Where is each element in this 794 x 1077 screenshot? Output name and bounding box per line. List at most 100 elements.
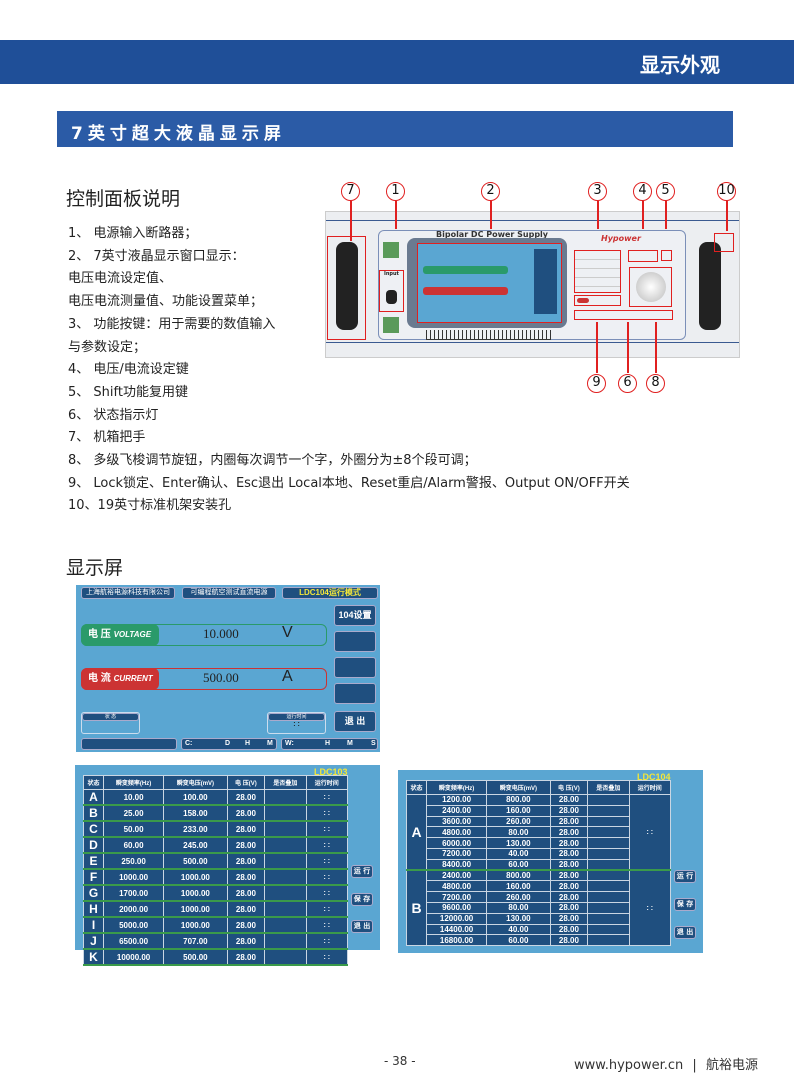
overlay-cell [587,847,630,860]
table-cell: 12000.00 [425,912,488,925]
numeric-keypad[interactable] [574,250,621,293]
table-cell: 25.00 [102,804,165,822]
table-cell [264,932,307,950]
table-cell: 28.00 [549,815,589,828]
overlay-cell [587,934,630,947]
callout-marker: 8 [646,374,665,393]
table-cell: 160.00 [486,880,551,893]
table-cell [264,852,307,870]
setting-button[interactable]: 104设置 [334,605,376,626]
table-cell: : : [305,868,349,886]
table-cell: 28.00 [226,868,266,886]
list-item: 1、 电源输入断路器； [68,226,198,241]
mode-label: LDC104运行模式 [282,587,378,599]
input-label: Input [384,271,399,277]
column-header: 瞬变电压(mV) [486,780,551,795]
runtime-label: 运行时间 [268,713,325,721]
table-cell: 4800.00 [425,826,488,839]
table-cell: 1000.00 [102,868,165,886]
list-item: 10、19英寸标准机架安装孔 [68,498,232,514]
table-cell: 28.00 [549,912,589,925]
save-button[interactable]: 保 存 [674,898,696,911]
product-label: 可编程航空测试直流电源 [182,587,276,599]
table-cell: 10000.00 [102,948,165,966]
list-item: 7、 机箱把手 [68,430,146,446]
table-cell [264,820,307,838]
overlay-cell [587,815,630,828]
table-cell: 28.00 [549,880,589,893]
table-cell: : : [305,804,349,822]
m-label: M [347,740,353,747]
voltage-current-keys[interactable] [628,250,658,262]
banner-title: 7英寸超大液晶显示屏 [71,124,286,144]
table-cell: 28.00 [226,836,266,854]
run-button[interactable]: 运 行 [674,870,696,883]
blank-button[interactable] [334,683,376,704]
blank-button[interactable] [334,631,376,652]
qr-code-icon [383,317,399,333]
exit-button[interactable]: 退 出 [674,926,696,939]
table-cell: 28.00 [226,884,266,902]
exit-button[interactable]: 退 出 [351,920,373,933]
list-item: 5、 Shift功能复用键 [68,384,188,400]
exit-button[interactable]: 退 出 [334,711,376,732]
table-cell: 1000.00 [163,900,228,918]
state-cell: A [83,789,104,806]
website-link[interactable]: www.hypower.cn [574,1058,684,1073]
column-header: 状态 [406,780,427,795]
table-cell: 260.00 [486,815,551,828]
voltage-label: 电 压 VOLTAGE [81,624,159,646]
column-header: 瞬变电压(mV) [163,775,228,790]
table-cell: 1000.00 [163,916,228,934]
table-cell: 28.00 [549,837,589,849]
runtime-cell: : : [628,794,672,872]
table-cell: 80.00 [486,901,551,914]
table-cell: 2400.00 [425,804,488,817]
table-cell: 28.00 [549,891,589,903]
table-cell: 28.00 [226,900,266,918]
state-cell: J [83,932,104,950]
list-item: 2、 7英寸液晶显示窗口显示： [68,248,245,264]
separator: | [692,1058,697,1073]
save-button[interactable]: 保 存 [351,893,373,906]
table-cell [264,868,307,886]
table-cell: : : [305,820,349,838]
table-cell: : : [305,836,349,854]
run-button[interactable]: 运 行 [351,865,373,878]
table-cell: 28.00 [549,869,589,882]
table-cell: 14400.00 [425,923,488,936]
table-cell: 250.00 [102,852,165,870]
table-cell: 28.00 [226,916,266,934]
device-title: Bipolar DC Power Supply [436,230,549,239]
rotary-knob[interactable] [636,272,666,302]
blank-button[interactable] [334,657,376,678]
column-header: 是否叠加 [264,775,307,790]
table-cell: 10.00 [102,789,165,806]
state-cell: E [83,852,104,870]
table-cell: 500.00 [163,948,228,966]
table-cell: 28.00 [549,923,589,936]
table-cell: 1000.00 [163,868,228,886]
runtime-cell: : : [628,869,672,947]
table-cell: 260.00 [486,891,551,903]
state-cell: K [83,948,104,966]
callout-marker: 6 [618,374,637,393]
right-handle [699,242,721,330]
breaker-switch[interactable] [386,290,397,304]
table-cell: 28.00 [549,826,589,839]
shift-key[interactable] [661,250,672,261]
table-cell: 8400.00 [425,858,488,872]
table-cell: 1000.00 [163,884,228,902]
table-cell: 28.00 [226,789,266,806]
rack-hole [714,233,734,252]
overlay-cell [587,826,630,839]
